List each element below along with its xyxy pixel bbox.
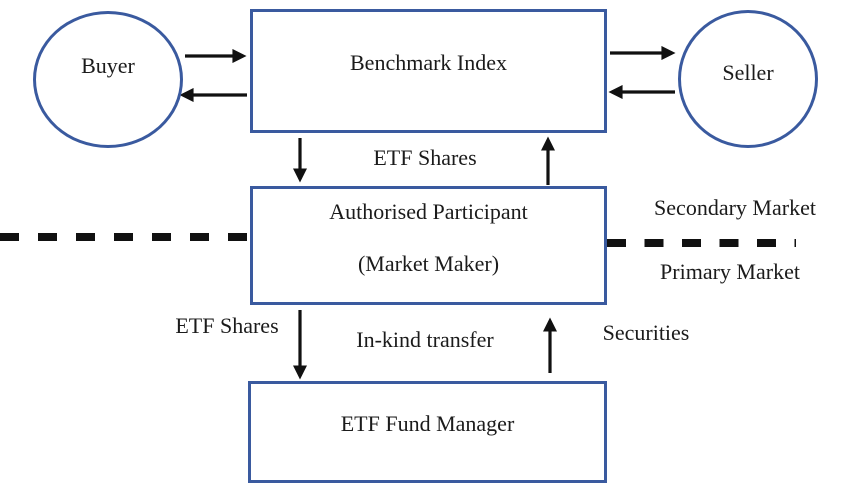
benchmark-index-label: Benchmark Index: [350, 49, 507, 75]
etf-fund-manager-label: ETF Fund Manager: [340, 410, 515, 436]
node-benchmark-index: Benchmark Index: [250, 9, 607, 133]
etf-shares-left-label: ETF Shares: [175, 313, 279, 338]
secondary-market-label: Secondary Market: [654, 195, 816, 220]
node-seller: Seller: [678, 10, 818, 148]
seller-label: Seller: [722, 59, 774, 85]
buyer-label: Buyer: [81, 53, 135, 79]
market-maker-label: (Market Maker): [357, 251, 500, 277]
etf-shares-top-label: ETF Shares: [373, 145, 477, 170]
primary-market-label: Primary Market: [660, 259, 800, 284]
authorised-participant-label: Authorised Participant: [329, 199, 528, 224]
securities-label: Securities: [602, 320, 690, 345]
node-buyer: Buyer: [33, 11, 183, 148]
node-etf-fund-manager: ETF Fund Manager: [248, 381, 607, 483]
node-authorised-participant: Authorised Participant (Market Maker): [250, 186, 607, 305]
in-kind-transfer-label: In-kind transfer: [356, 327, 494, 352]
